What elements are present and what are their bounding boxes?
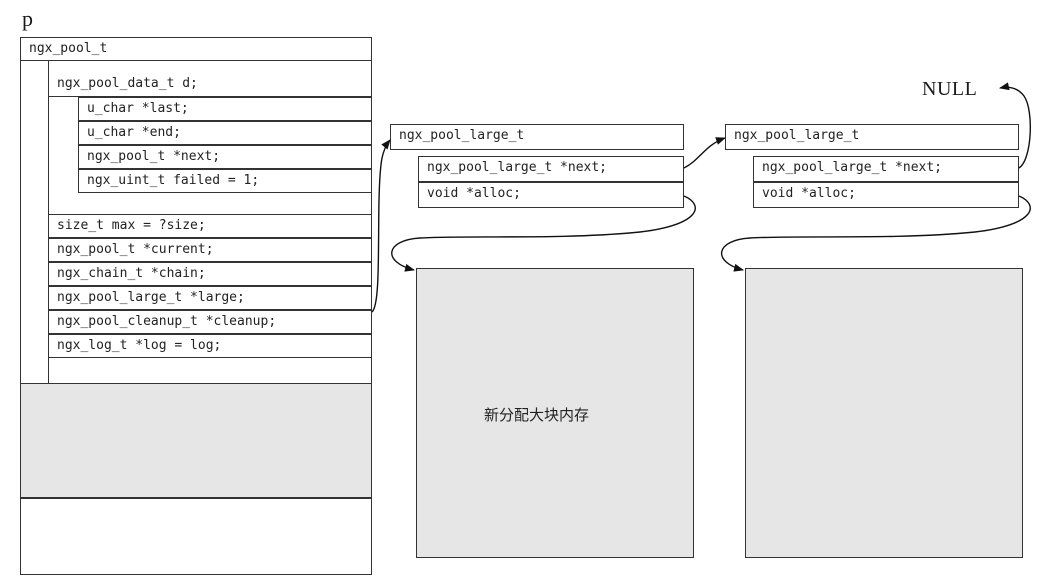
arrow-large-to-node1 xyxy=(371,139,391,313)
pointer-label-p: p xyxy=(22,6,33,31)
pool-nest-line xyxy=(48,61,49,383)
pool-data-header: ngx_pool_data_t d; xyxy=(48,73,372,97)
pool-field-large: ngx_pool_large_t *large; xyxy=(48,286,372,310)
null-label: NULL xyxy=(922,78,978,100)
pool-divider xyxy=(20,498,372,499)
large-node-1-next: ngx_pool_large_t *next; xyxy=(418,156,684,182)
pool-field: ngx_pool_t *current; xyxy=(48,238,372,262)
arrow-node1-to-node2 xyxy=(683,137,726,169)
large-node-2-alloc: void *alloc; xyxy=(753,182,1019,208)
arrow-node1-alloc-to-mem xyxy=(391,195,696,272)
pool-field: ngx_pool_cleanup_t *cleanup; xyxy=(48,310,372,334)
pool-data-field: ngx_uint_t failed = 1; xyxy=(78,169,372,193)
large-node-2-next: ngx_pool_large_t *next; xyxy=(753,156,1019,182)
large-node-1-alloc: void *alloc; xyxy=(418,182,684,208)
pool-nest-line xyxy=(78,97,79,193)
arrow-node2-to-null xyxy=(999,82,1032,169)
pool-field: ngx_log_t *log = log; xyxy=(48,334,372,358)
large-node-2-title: ngx_pool_large_t xyxy=(725,124,1019,150)
pool-title: ngx_pool_t xyxy=(20,37,372,61)
pool-data-field: u_char *last; xyxy=(78,97,372,121)
pool-data-field: ngx_pool_t *next; xyxy=(78,145,372,169)
pool-free-area xyxy=(20,383,372,498)
memory-block-1 xyxy=(416,268,694,558)
memory-block-label: 新分配大块内存 xyxy=(484,406,590,424)
memory-block-2 xyxy=(745,268,1023,558)
arrow-node2-alloc-to-mem xyxy=(721,195,1031,272)
pool-data-field: u_char *end; xyxy=(78,121,372,145)
large-node-1-title: ngx_pool_large_t xyxy=(390,124,684,150)
pool-field: ngx_chain_t *chain; xyxy=(48,262,372,286)
pool-field: size_t max = ?size; xyxy=(48,214,372,238)
